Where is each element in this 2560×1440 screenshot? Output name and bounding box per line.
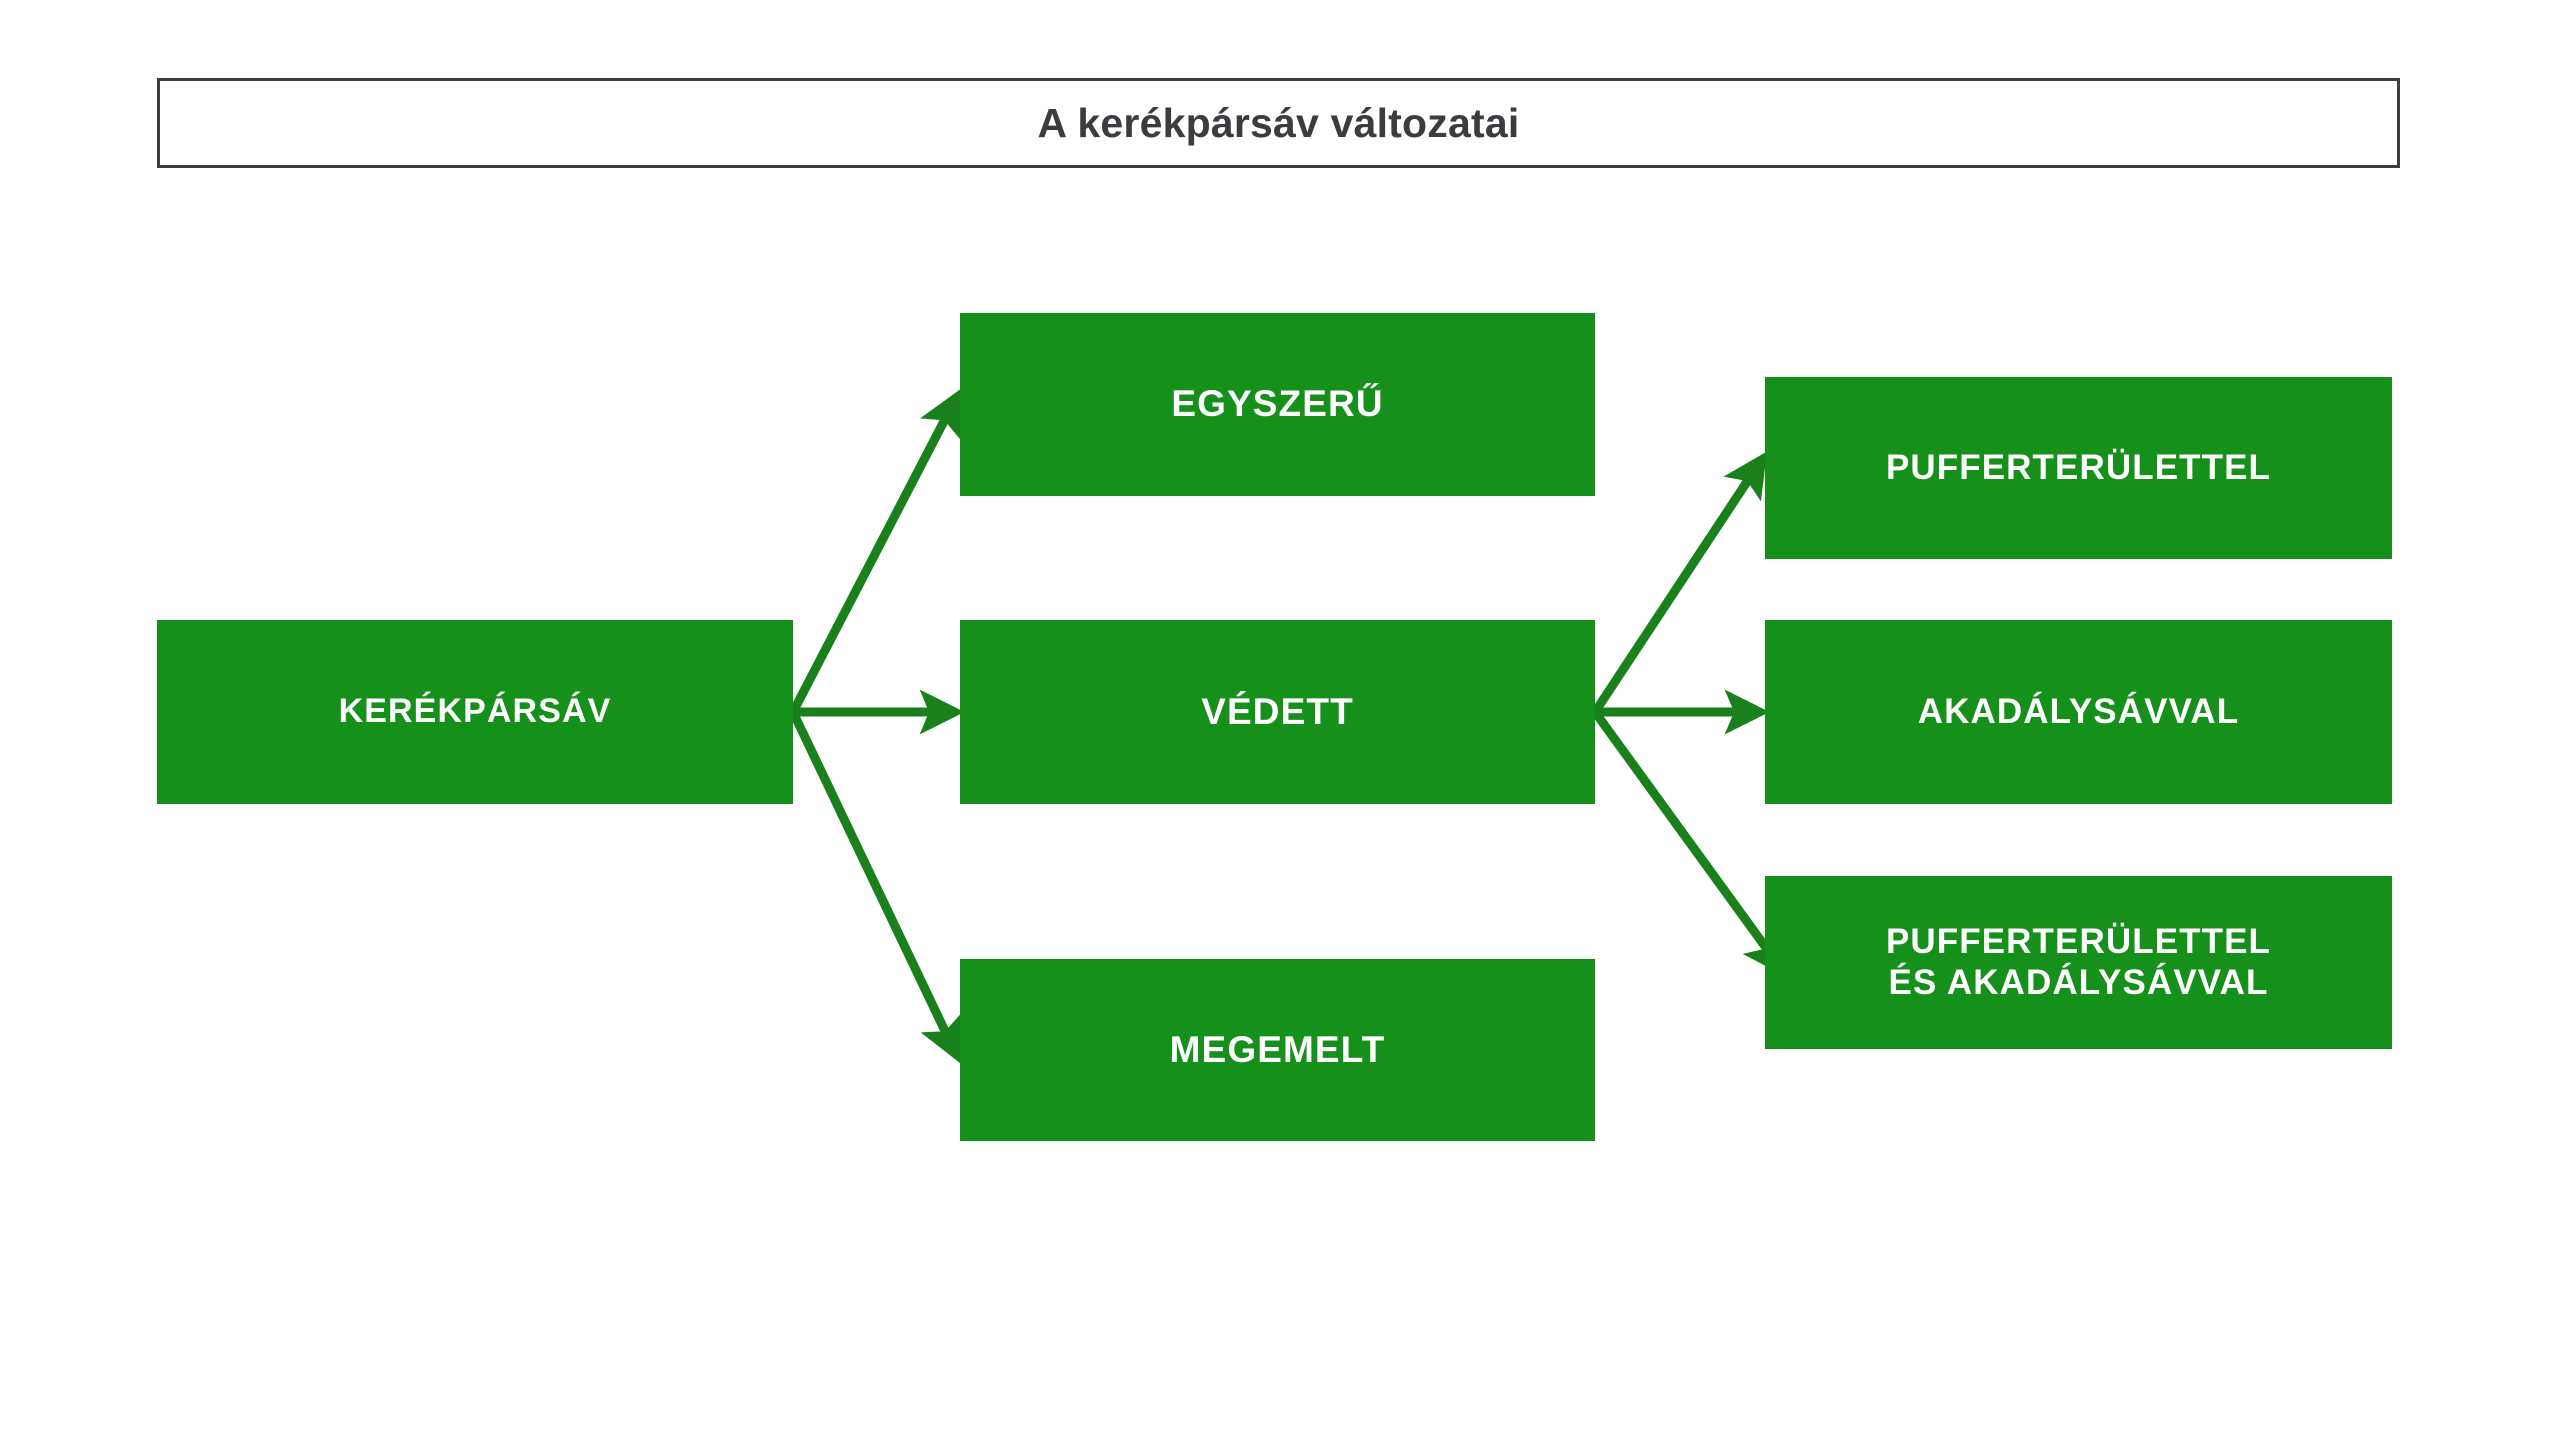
node-pufferterulettel[interactable]: PUFFERTERÜLETTEL xyxy=(1765,377,2392,559)
node-akadalysavval[interactable]: AKADÁLYSÁVVAL xyxy=(1765,620,2392,804)
page-title: A kerékpársáv változatai xyxy=(1037,99,1520,146)
node-label: EGYSZERŰ xyxy=(1171,383,1384,425)
node-label: PUFFERTERÜLETTEL ÉS AKADÁLYSÁVVAL xyxy=(1885,921,2272,1002)
node-label: PUFFERTERÜLETTEL xyxy=(1885,447,2272,487)
edge-vedett-to-puffer-akadaly xyxy=(1591,709,1788,978)
node-vedett[interactable]: VÉDETT xyxy=(960,620,1595,804)
title-bar: A kerékpársáv változatai xyxy=(157,78,2400,168)
node-pufferterulettel-es-akadalysavval[interactable]: PUFFERTERÜLETTEL ÉS AKADÁLYSÁVVAL xyxy=(1765,876,2392,1049)
node-label: MEGEMELT xyxy=(1169,1028,1386,1070)
node-egyszeru[interactable]: EGYSZERŰ xyxy=(960,313,1595,496)
edge-root-to-megemelt xyxy=(788,710,962,1064)
node-label: KERÉKPÁRSÁV xyxy=(338,692,612,731)
node-megemelt[interactable]: MEGEMELT xyxy=(960,959,1595,1141)
node-kerekparsav[interactable]: KERÉKPÁRSÁV xyxy=(157,620,793,804)
edge-root-to-egyszeru xyxy=(789,388,961,715)
node-label: AKADÁLYSÁVVAL xyxy=(1917,691,2240,731)
edge-vedett-to-puffer xyxy=(1591,451,1767,715)
node-label: VÉDETT xyxy=(1201,690,1354,732)
